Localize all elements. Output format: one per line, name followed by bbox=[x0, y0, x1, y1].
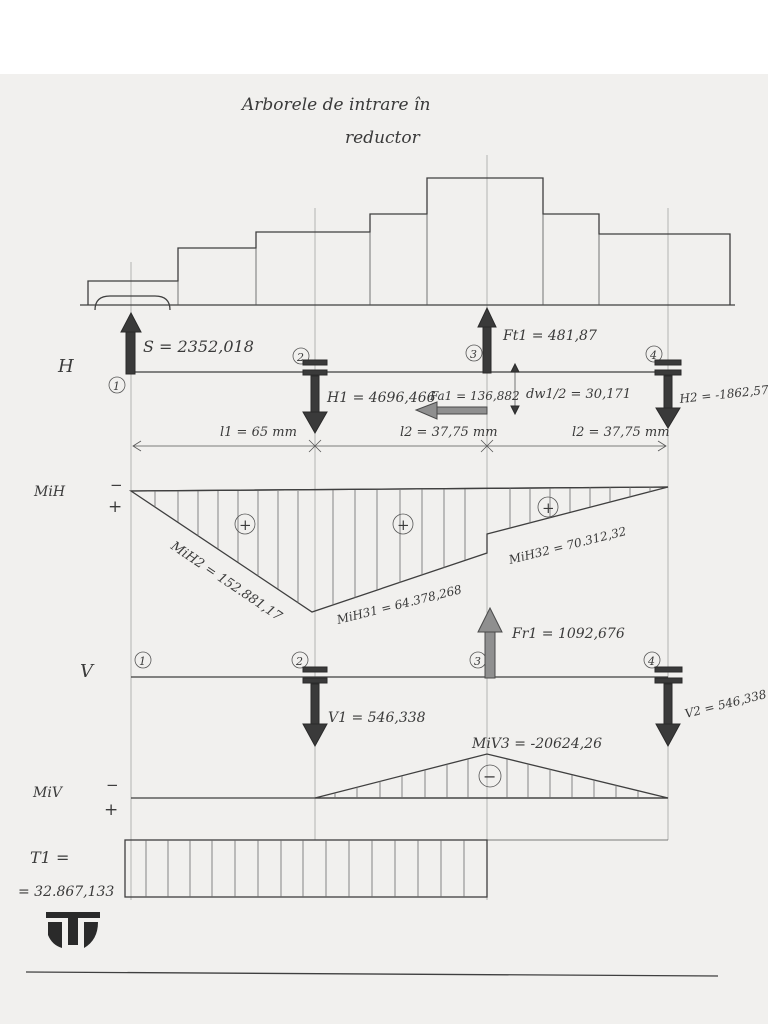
point-3-v: 3 bbox=[474, 655, 481, 668]
moment-v-minus-sign: − bbox=[483, 767, 496, 786]
distance-l2b-label: l2 = 37,75 mm bbox=[572, 425, 670, 440]
distance-l1-label: l1 = 65 mm bbox=[220, 425, 297, 440]
force-fa1-arrow bbox=[414, 401, 488, 420]
v-plane-label: V bbox=[80, 661, 95, 682]
shaft-outline bbox=[80, 177, 735, 311]
h-plane-label: H bbox=[57, 356, 74, 377]
bottom-rule bbox=[25, 971, 719, 977]
reaction-h1-label: H1 = 4696,466 bbox=[326, 390, 436, 406]
paper-sheet bbox=[0, 74, 768, 1024]
torque-value: = 32.867,133 bbox=[18, 884, 114, 900]
bearing-2-v bbox=[302, 666, 328, 684]
moment-h32-label: MiH32 = 70.312,32 bbox=[506, 524, 627, 567]
torque-label: T1 = bbox=[30, 848, 69, 867]
torque-diagram bbox=[124, 839, 668, 898]
radius-label: dw1/2 = 30,171 bbox=[526, 387, 631, 402]
bearing-2-h bbox=[302, 359, 328, 376]
moment-h-plus-3: + bbox=[542, 499, 555, 517]
moment-h-sign-top: − bbox=[110, 476, 123, 494]
moment-v-sign-bottom: + bbox=[104, 800, 118, 820]
point-4-v: 4 bbox=[647, 655, 655, 668]
title-line-1: Arborele de intrare în bbox=[240, 95, 430, 115]
moment-v3-label: MiV3 = -20624,26 bbox=[471, 736, 602, 752]
moment-v-hatching bbox=[334, 759, 639, 798]
moment-h-hatching bbox=[154, 487, 651, 605]
point-2-h: 2 bbox=[296, 351, 304, 364]
moment-h-plus-1: + bbox=[239, 516, 252, 534]
point-1-v: 1 bbox=[139, 655, 146, 668]
reaction-v1-arrow bbox=[302, 683, 328, 748]
force-fr1-arrow bbox=[477, 606, 503, 679]
force-s-label: S = 2352,018 bbox=[143, 337, 254, 356]
point-4-h: 4 bbox=[649, 349, 657, 362]
moment-h31-label: MiH31 = 64.378,268 bbox=[334, 582, 463, 627]
force-fr1-label: Fr1 = 1092,676 bbox=[511, 626, 625, 642]
moment-h-shape bbox=[128, 486, 669, 613]
title-line-2: reductor bbox=[345, 128, 421, 148]
moment-v-shape bbox=[314, 753, 669, 799]
university-logo bbox=[46, 912, 100, 948]
point-3-h: 3 bbox=[470, 348, 477, 361]
moment-v-sign-top: − bbox=[106, 776, 119, 794]
force-ft1-arrow bbox=[477, 306, 497, 374]
reaction-v2-arrow bbox=[655, 683, 681, 748]
bearing-4-h bbox=[654, 359, 682, 376]
distance-dimension-line bbox=[132, 439, 667, 453]
moment-h-plus-2: + bbox=[397, 516, 410, 534]
point-2-v: 2 bbox=[295, 655, 303, 668]
moment-h-label: MiH bbox=[33, 484, 66, 500]
radius-dimension bbox=[510, 362, 520, 416]
force-ft1-label: Ft1 = 481,87 bbox=[502, 328, 597, 344]
reaction-v1-label: V1 = 546,338 bbox=[328, 710, 426, 726]
moment-v-label: MiV bbox=[32, 785, 64, 801]
distance-l2a-label: l2 = 37,75 mm bbox=[400, 425, 498, 440]
force-s-arrow bbox=[120, 311, 142, 375]
reaction-v2-label: V2 = 546,338 bbox=[683, 687, 768, 721]
reaction-h1-arrow bbox=[302, 375, 328, 435]
force-fa1-label: Fa1 = 136,882 bbox=[429, 389, 520, 403]
moment-h-sign-bottom: + bbox=[108, 497, 122, 517]
point-1-h: 1 bbox=[113, 380, 120, 393]
reaction-h2-arrow bbox=[655, 375, 681, 429]
bearing-4-v bbox=[654, 666, 683, 684]
reaction-h2-label: H2 = -1862,578 bbox=[678, 382, 768, 406]
